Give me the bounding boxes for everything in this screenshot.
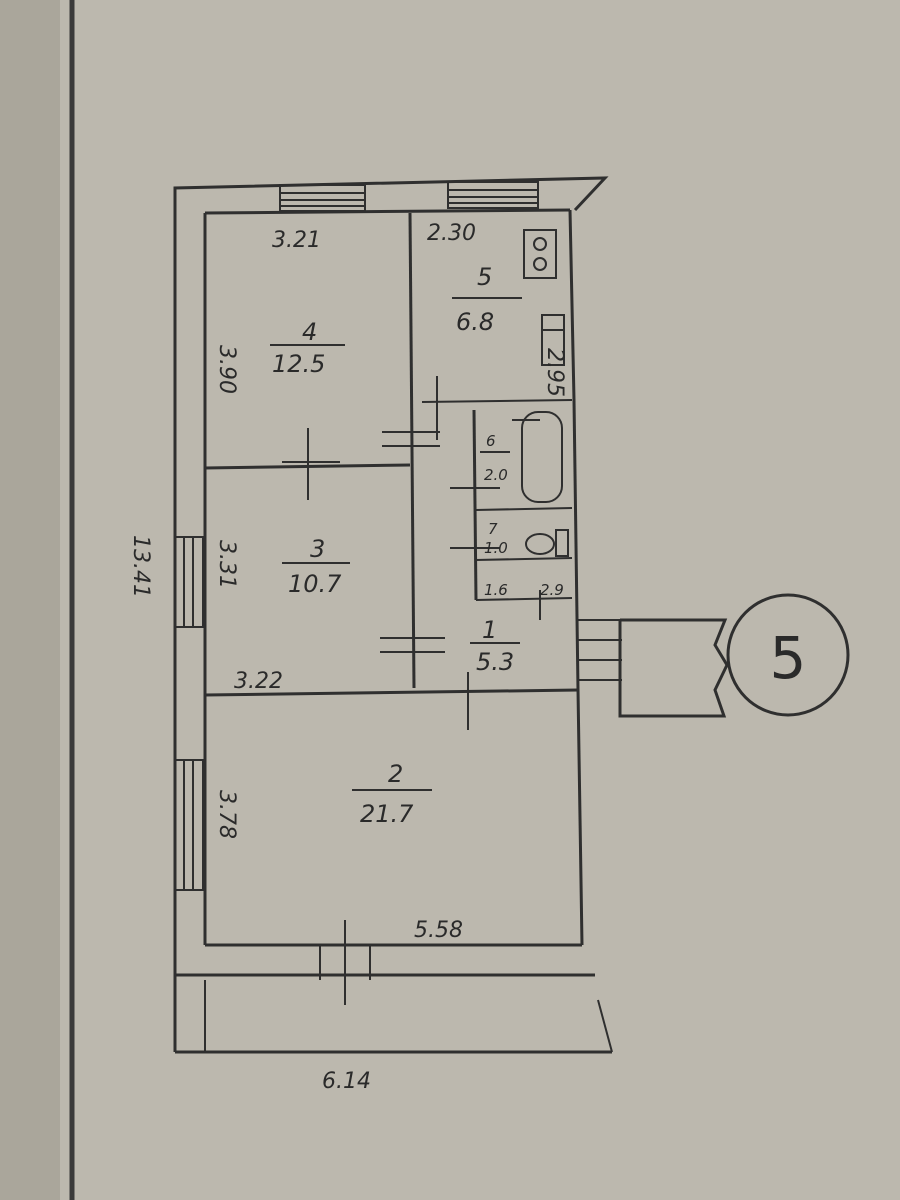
- room-area: 2.0: [484, 466, 508, 484]
- apartment-number: 5: [770, 624, 807, 692]
- room-5-label: 5 6.8: [452, 263, 522, 336]
- room-area: 21.7: [360, 800, 414, 828]
- room-number: 7: [488, 520, 498, 538]
- room-area: 1.0: [484, 539, 508, 557]
- room-2-label: 2 21.7: [352, 760, 432, 828]
- room-number: 1: [482, 616, 497, 644]
- room-1-label: 1 5.3: [470, 616, 520, 676]
- toilet-icon: [525, 529, 569, 557]
- dim-room5-width: 2.30: [427, 221, 476, 246]
- stove-icon: [523, 229, 557, 279]
- window-room2: [174, 759, 204, 891]
- room-4-label: 4 12.5: [270, 318, 345, 378]
- room-6-label: 6 2.0: [480, 432, 510, 484]
- room-3-label: 3 10.7: [282, 535, 350, 598]
- dim-room4-width: 3.21: [272, 228, 321, 253]
- room-number: 4: [302, 318, 317, 346]
- room-area: 10.7: [288, 570, 342, 598]
- dim-room2-height: 3.78: [214, 790, 239, 839]
- room-number: 6: [486, 432, 496, 450]
- window-room5: [447, 181, 539, 209]
- closet-label: 1.6: [484, 581, 508, 599]
- door-marks: [282, 376, 541, 1005]
- room-number: 2: [388, 760, 403, 788]
- room-number: 3: [310, 535, 325, 563]
- dim-total-height: 13.41: [128, 535, 153, 598]
- room-7-label: 7 1.0: [484, 520, 508, 557]
- dim-room4-height: 3.90: [214, 345, 239, 394]
- window-room3: [174, 536, 204, 628]
- closet-labels: 1.6 2.9: [484, 581, 564, 599]
- room-area: 5.3: [476, 648, 514, 676]
- fixtures: [512, 229, 569, 557]
- dim-room5-height: 2.95: [542, 348, 567, 397]
- apartment-number-badge: 5: [726, 593, 850, 717]
- room-area: 12.5: [272, 350, 325, 378]
- dim-room3-height: 3.31: [214, 540, 239, 589]
- window-room4: [279, 184, 366, 212]
- sink-icon: [541, 314, 565, 366]
- room-area: 6.8: [456, 308, 494, 336]
- windows: [174, 181, 539, 891]
- dim-total-width: 6.14: [322, 1069, 371, 1094]
- closet-label: 2.9: [540, 581, 564, 599]
- entrance-stair: [578, 618, 729, 718]
- dim-room2-width: 5.58: [414, 918, 463, 943]
- room-number: 5: [477, 263, 492, 291]
- bathtub-icon: [512, 411, 563, 503]
- dim-room3-width: 3.22: [234, 669, 283, 694]
- page-edge-shadow: [0, 0, 60, 1200]
